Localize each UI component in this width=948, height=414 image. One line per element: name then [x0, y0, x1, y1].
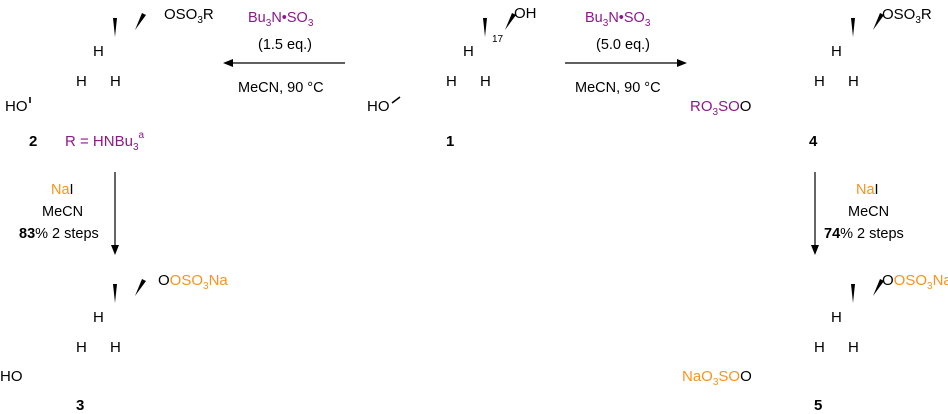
c3-sulfate-top: OOSO3Na — [158, 272, 228, 292]
c1-hydroxyl-top: OH — [514, 5, 537, 22]
r4-yield: 74% 2 steps — [824, 226, 904, 242]
c3-h-label-3: H — [110, 339, 121, 356]
r2-conditions: MeCN, 90 °C — [575, 80, 661, 96]
c1-number: 1 — [446, 133, 454, 150]
c3-hydroxyl-left: HO — [0, 368, 23, 385]
c4-h-label-3: H — [848, 73, 859, 90]
compound-1: OH HO 17 H H H 1 — [367, 5, 537, 150]
c1-h-label-3: H — [480, 73, 491, 90]
c5-sulfate-top: OOSO3Na — [882, 272, 948, 292]
compound-2: OSO3R HO H H H 2 R = HNBu3a — [5, 6, 214, 153]
reaction-arrow-2-to-3: NaI MeCN 83% 2 steps — [19, 172, 119, 255]
compound-4: OSO3R RO3SOO H H H 4 — [690, 6, 932, 150]
c2-r-definition: R = HNBu3a — [65, 130, 145, 153]
c3-h-label-1: H — [76, 339, 87, 356]
reaction-arrow-4-to-5: NaI MeCN 74% 2 steps — [811, 172, 904, 255]
r4-solvent: MeCN — [848, 204, 889, 220]
c2-h-label-1: H — [76, 73, 87, 90]
r1-equivalents: (1.5 eq.) — [258, 37, 312, 53]
r3-reagent: NaI — [51, 182, 74, 198]
c5-h-label-3: H — [848, 339, 859, 356]
c5-h-label-2: H — [831, 309, 842, 326]
r2-equivalents: (5.0 eq.) — [596, 37, 650, 53]
r3-solvent: MeCN — [42, 204, 83, 220]
r1-reagent: Bu3N•SO3 — [248, 10, 314, 29]
c5-number: 5 — [814, 397, 822, 414]
c2-h-label-3: H — [110, 73, 121, 90]
c1-h-label-1: H — [446, 73, 457, 90]
c4-number: 4 — [809, 133, 818, 150]
c3-h-label-2: H — [93, 309, 104, 326]
c5-h-label-1: H — [814, 339, 825, 356]
compound-3: OOSO3Na HO H H H 3 — [0, 272, 228, 414]
c2-number: 2 — [29, 133, 37, 150]
compound-5: OOSO3Na NaO3SOO H H H 5 — [682, 272, 948, 414]
reaction-arrow-1-to-4: Bu3N•SO3 (5.0 eq.) MeCN, 90 °C — [565, 10, 687, 96]
c2-hydroxyl-left: HO — [5, 98, 28, 115]
c1-h-label-2: H — [463, 43, 474, 60]
r3-yield: 83% 2 steps — [19, 226, 99, 242]
c2-sulfate-top: OSO3R — [164, 6, 214, 26]
c4-h-label-2: H — [831, 43, 842, 60]
c5-sulfate-left: NaO3SOO — [682, 368, 752, 388]
r2-reagent: Bu3N•SO3 — [585, 10, 651, 29]
c3-number: 3 — [76, 397, 84, 414]
c1-hydroxyl-left: HO — [367, 98, 390, 115]
c4-sulfate-top: OSO3R — [882, 6, 932, 26]
c1-position-17: 17 — [492, 34, 504, 45]
c4-h-label-1: H — [814, 73, 825, 90]
r1-conditions: MeCN, 90 °C — [238, 80, 324, 96]
c2-h-label-2: H — [93, 43, 104, 60]
r4-reagent: NaI — [856, 182, 879, 198]
reaction-arrow-1-to-2: Bu3N•SO3 (1.5 eq.) MeCN, 90 °C — [223, 10, 345, 96]
c4-sulfate-left: RO3SOO — [690, 98, 751, 118]
